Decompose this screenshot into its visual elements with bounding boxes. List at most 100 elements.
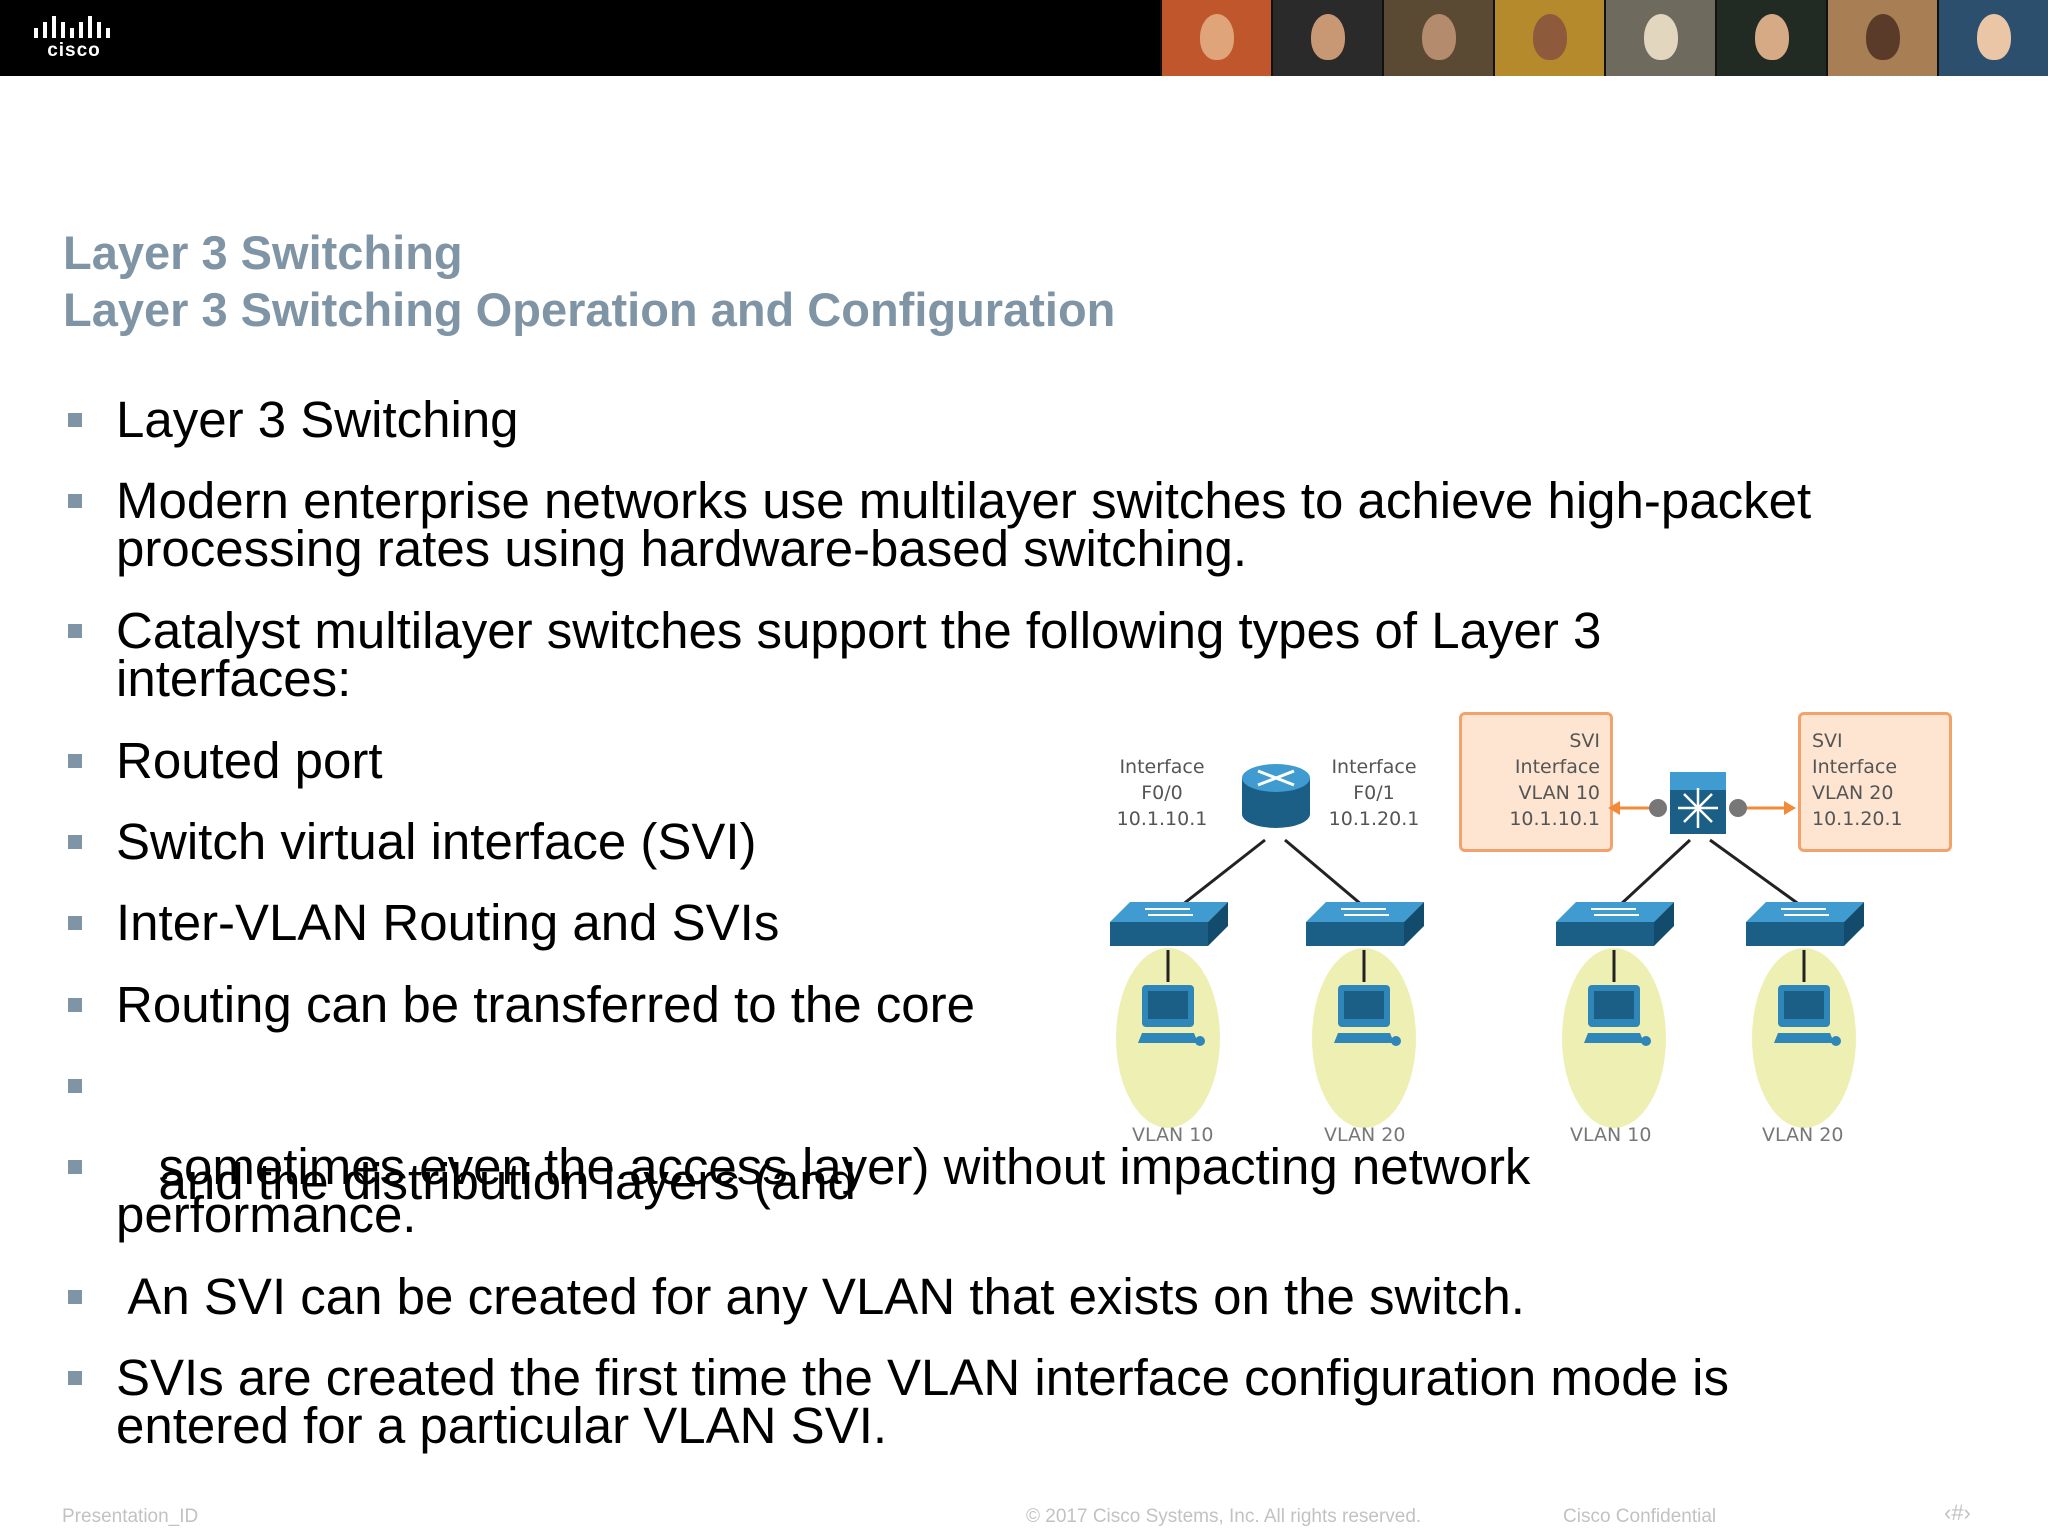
network-links — [1166, 838, 1806, 982]
person-photo-icon — [1421, 14, 1456, 60]
header-photo-strip — [1160, 0, 2048, 76]
bullet-text: Routed port — [116, 732, 383, 789]
pc-icon — [1774, 985, 1841, 1046]
bullet-text: and the distribution layers (and — [116, 1153, 856, 1210]
vlan-halos — [1116, 948, 1856, 1128]
person-photo-icon — [1976, 14, 2011, 60]
bullet-text: Inter-VLAN Routing and SVIs — [116, 894, 780, 951]
svi-vlan: VLAN 10 — [1518, 782, 1600, 804]
link-line — [1181, 838, 1266, 907]
bullet-item: Layer 3 Switching — [116, 391, 1996, 448]
footer-page-number: ‹#› — [1944, 1500, 1971, 1525]
network-diagram: Interface F0/0 10.1.10.1 Interface F0/1 … — [1100, 700, 1980, 1160]
bullet-text: Modern enterprise networks use multilaye… — [116, 472, 1812, 529]
interface-ip: 10.1.10.1 — [1116, 808, 1208, 830]
cisco-logo: cisco — [34, 14, 114, 62]
bullet-marker — [68, 1290, 82, 1304]
multilayer-switch-icon — [1670, 772, 1726, 834]
cisco-logo-text: cisco — [47, 40, 101, 61]
footer-copyright: © 2017 Cisco Systems, Inc. All rights re… — [1026, 1506, 1422, 1527]
bullet-marker — [68, 754, 82, 768]
cisco-bridge-icon — [34, 16, 110, 38]
svi-vlan: VLAN 20 — [1812, 782, 1894, 804]
svi-interface-box-vlan20 — [1798, 712, 1952, 852]
bullet-text: Layer 3 Switching — [116, 391, 519, 448]
network-diagram-graphic — [1110, 764, 1864, 1128]
bullet-text: Switch virtual interface (SVI) — [116, 813, 757, 870]
interface-port: F0/0 — [1141, 782, 1183, 804]
bullet-marker — [68, 916, 82, 930]
bullet-item: Switch virtual interface (SVI) — [116, 813, 1996, 870]
bullet-text: Catalyst multilayer switches support the… — [116, 602, 1602, 659]
pc-icons — [1138, 985, 1841, 1046]
svi-label-vlan20: SVI Interface VLAN 20 10.1.20.1 — [1812, 728, 1942, 832]
bullet-text: SVIs are created the first time the VLAN… — [116, 1349, 1729, 1406]
person-photo-icon — [1754, 14, 1789, 60]
interface-title: Interface — [1119, 756, 1205, 778]
router-interface-label-f00: Interface F0/0 10.1.10.1 — [1112, 754, 1212, 832]
router-interface-label-f01: Interface F0/1 10.1.20.1 — [1324, 754, 1424, 832]
header-photo-tile — [1382, 0, 1493, 76]
bullet-text: performance. — [116, 1186, 417, 1243]
header-photo-tile — [1826, 0, 1937, 76]
bullet-marker — [68, 998, 82, 1012]
svi-ip: 10.1.10.1 — [1509, 808, 1600, 830]
interface-title: Interface — [1331, 756, 1417, 778]
svi-subtitle: Interface — [1812, 756, 1898, 778]
link-line — [1709, 838, 1801, 907]
header-photo-tile — [1271, 0, 1382, 76]
vlan-label: VLAN 10 — [1570, 1124, 1652, 1146]
bullet-text: processing rates using hardware-based sw… — [116, 520, 1248, 577]
svi-label-vlan10: SVI Interface VLAN 10 10.1.10.1 — [1460, 728, 1600, 832]
bullet-marker — [68, 835, 82, 849]
svi-dot — [1729, 799, 1747, 817]
access-switch-icon — [1110, 902, 1228, 946]
svi-connectors — [1608, 799, 1796, 817]
svi-interface-box-vlan10 — [1459, 712, 1613, 852]
vlan-label: VLAN 20 — [1762, 1124, 1844, 1146]
access-switch-icons — [1110, 902, 1864, 946]
slide-title: Layer 3 Switching Layer 3 Switching Oper… — [63, 224, 1115, 338]
interface-ip: 10.1.20.1 — [1328, 808, 1420, 830]
header-banner: cisco — [0, 0, 2048, 76]
bullet-item: Routing can be transferred to the core — [116, 976, 1996, 1033]
bullet-marker — [68, 1160, 82, 1174]
bullet-item: SVIs are created the first time the VLAN… — [116, 1349, 1996, 1454]
interface-port: F0/1 — [1353, 782, 1395, 804]
person-photo-icon — [1643, 14, 1678, 60]
svi-dot — [1649, 799, 1667, 817]
bullet-item: Inter-VLAN Routing and SVIs — [116, 894, 1996, 951]
header-photo-tile — [1604, 0, 1715, 76]
access-switch-icon — [1556, 902, 1674, 946]
svi-arrow-head — [1608, 801, 1620, 815]
header-photo-tile — [1160, 0, 1271, 76]
footer-confidential: Cisco Confidential — [1563, 1506, 1717, 1527]
vlan-label: VLAN 10 — [1132, 1124, 1214, 1146]
bullet-text: entered for a particular VLAN SVI. — [116, 1397, 888, 1454]
bullet-marker — [68, 1079, 82, 1093]
slide-title-line-1: Layer 3 Switching — [63, 226, 463, 279]
vlan-label: VLAN 20 — [1324, 1124, 1406, 1146]
header-photo-tile — [1937, 0, 2048, 76]
link-line — [1284, 838, 1363, 907]
svi-title: SVI — [1569, 730, 1600, 752]
bullet-item: Modern enterprise networks use multilaye… — [116, 472, 1996, 577]
pc-icon — [1138, 985, 1205, 1046]
svi-arrow-head — [1784, 801, 1796, 815]
bullet-text: sometimes even the access layer) without… — [116, 1138, 1531, 1195]
header-photo-tile — [1493, 0, 1604, 76]
person-photo-icon — [1199, 14, 1234, 60]
svi-ip: 10.1.20.1 — [1812, 808, 1903, 830]
router-icon — [1242, 764, 1310, 828]
bullet-item: An SVI can be created for any VLAN that … — [116, 1271, 1996, 1322]
pc-icon — [1584, 985, 1651, 1046]
slide-title-line-2: Layer 3 Switching Operation and Configur… — [63, 283, 1116, 336]
person-photo-icon — [1310, 14, 1345, 60]
footer-presentation-id: Presentation_ID — [62, 1506, 199, 1527]
bullet-text: Routing can be transferred to the core — [116, 976, 976, 1033]
svi-title: SVI — [1812, 730, 1843, 752]
pc-icon — [1334, 985, 1401, 1046]
bullet-item: sometimes even the access layer) without… — [116, 1138, 1996, 1243]
access-switch-icon — [1306, 902, 1424, 946]
bullet-item: Routed port — [116, 732, 1996, 789]
